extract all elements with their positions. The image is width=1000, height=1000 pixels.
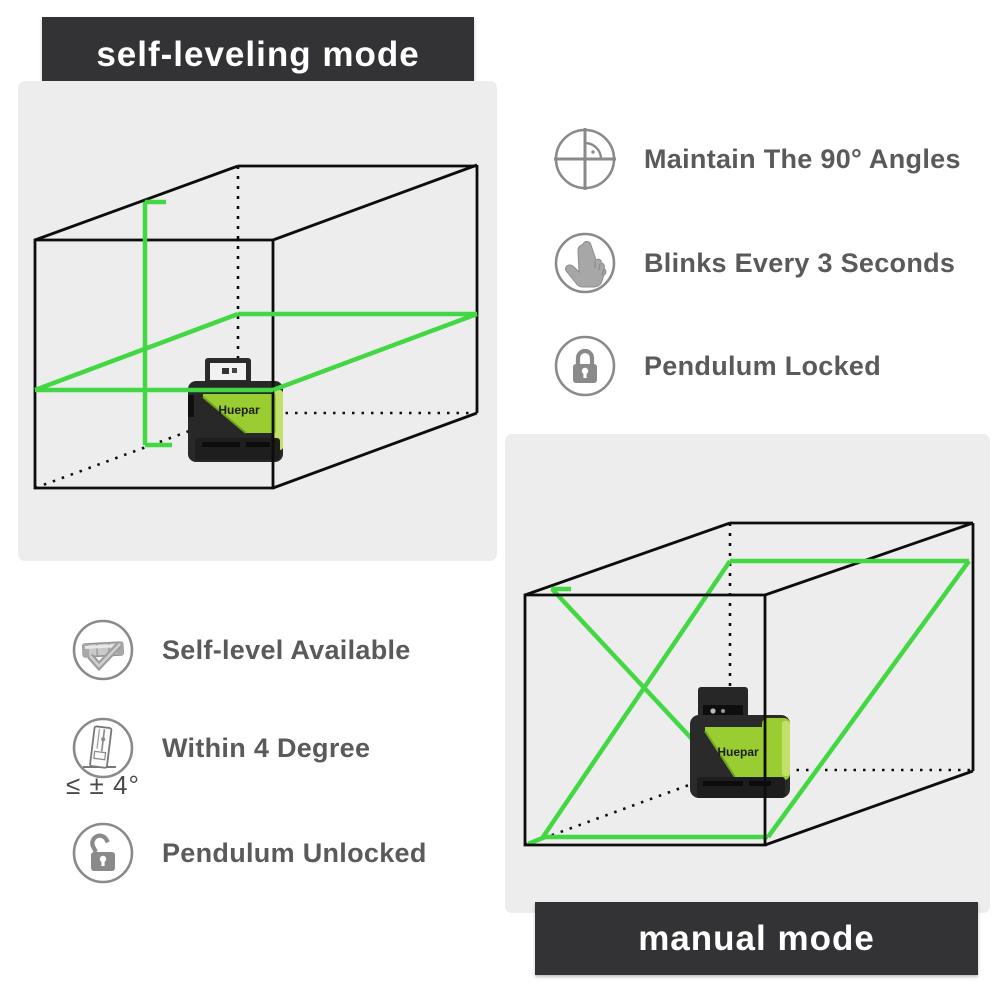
horizontal-laser-plane	[34, 311, 478, 393]
feature-row-pendulum-unlocked: Pendulum Unlocked	[70, 820, 427, 886]
manual-mode-scene-panel: Huepar	[505, 434, 990, 913]
feature-row-within-4-degree: Within 4 Degree	[70, 715, 370, 781]
vertical-laser-line	[142, 199, 172, 448]
manual-mode-room-illustration: Huepar	[523, 521, 975, 847]
angle-90-icon	[552, 126, 618, 192]
level-vial-check-icon	[70, 617, 136, 683]
feature-label: Maintain The 90° Angles	[644, 143, 961, 174]
room-front-edges	[33, 238, 275, 490]
feature-label: Pendulum Unlocked	[162, 837, 427, 868]
room-back-edges	[34, 163, 479, 490]
accuracy-note: ≤ ± 4°	[66, 770, 140, 800]
manual-mode-banner: manual mode	[535, 902, 978, 975]
feature-label: Blinks Every 3 Seconds	[644, 247, 956, 278]
feature-label: Within 4 Degree	[162, 732, 371, 763]
feature-row-self-level-available: Self-level Available	[70, 617, 411, 683]
tilted-laser-lines	[527, 558, 971, 847]
device-brand-logo: Huepar	[218, 403, 260, 417]
feature-row-pendulum-locked: Pendulum Locked	[552, 333, 881, 399]
self-leveling-mode-banner: self-leveling mode	[42, 17, 474, 92]
lock-open-icon	[70, 820, 136, 886]
self-leveling-room-illustration: Huepar	[33, 163, 479, 490]
laser-level-device: Huepar	[188, 358, 283, 462]
tilted-device-icon	[70, 715, 136, 781]
laser-level-device: Huepar	[690, 687, 790, 798]
feature-label: Pendulum Locked	[644, 350, 882, 381]
device-brand-logo: Huepar	[717, 745, 759, 759]
room-front-edges	[523, 593, 767, 847]
tap-hand-icon	[552, 230, 618, 296]
feature-row-blinks: Blinks Every 3 Seconds	[552, 230, 955, 296]
feature-label: Self-level Available	[162, 634, 411, 665]
feature-row-maintain-angles: Maintain The 90° Angles	[552, 126, 961, 192]
lock-closed-icon	[552, 333, 618, 399]
self-leveling-scene-panel: Huepar	[18, 81, 497, 561]
